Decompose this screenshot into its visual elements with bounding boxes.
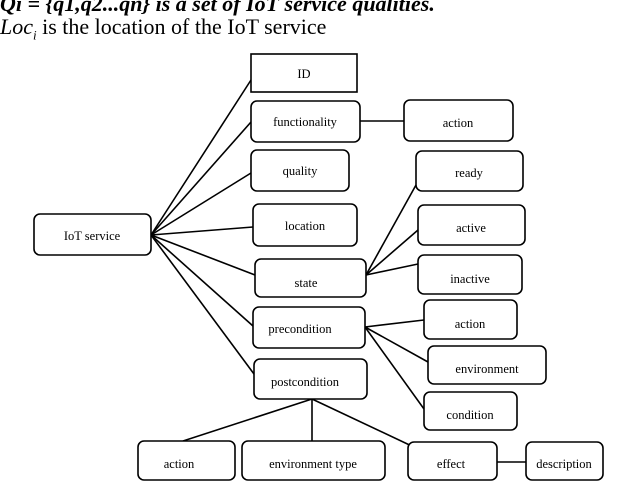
edge-iot-id (150, 79, 252, 236)
node-description-label: description (536, 457, 592, 471)
node-id-label: ID (297, 67, 310, 81)
node-active-label: active (456, 221, 486, 235)
node-postcondition: postcondition (253, 358, 368, 400)
node-environment-type-label: environment type (269, 457, 357, 471)
node-condition: condition (423, 391, 518, 431)
node-functionality: functionality (250, 100, 361, 143)
edge-iot-precondition (150, 234, 254, 327)
edge-iot-state (150, 234, 256, 276)
edge-iot-quality (150, 172, 252, 236)
node-environment-label: environment (455, 362, 519, 376)
node-functionality-label: functionality (273, 115, 338, 129)
edge-precondition-environment (364, 326, 429, 363)
edge-precondition-condition (364, 326, 425, 410)
node-ready: ready (415, 150, 524, 192)
intro-line-2: Loci is the location of the IoT service (0, 14, 326, 43)
node-precondition-action-label: action (455, 317, 486, 331)
node-ready-label: ready (455, 166, 484, 180)
node-location-label: location (285, 219, 326, 233)
intro-line-1: Qi = {q1,q2...qn} is a set of IoT servic… (0, 0, 435, 17)
intro-loc-subscript: i (33, 27, 37, 43)
edge-state-active (365, 229, 419, 276)
node-postcondition-label: postcondition (271, 375, 340, 389)
node-description: description (525, 441, 604, 481)
edge-iot-postcondition (150, 234, 255, 375)
node-iot-service: IoT service (33, 213, 152, 256)
intro-loc-symbol: Loc (0, 14, 33, 39)
node-inactive-label: inactive (450, 272, 490, 286)
node-active: active (417, 204, 526, 246)
node-inactive: inactive (417, 254, 523, 295)
edge-iot-location (150, 226, 254, 236)
node-quality: quality (250, 149, 350, 192)
node-id: ID (250, 53, 358, 93)
node-precondition-label: precondition (268, 322, 332, 336)
node-post-action-label: action (164, 457, 195, 471)
node-condition-label: condition (446, 408, 494, 422)
edge-iot-functionality (150, 121, 252, 236)
node-functionality-action-label: action (443, 116, 474, 130)
intro-line-2-text: is the location of the IoT service (36, 14, 327, 39)
node-location: location (252, 203, 358, 247)
node-effect-label: effect (437, 457, 466, 471)
node-functionality-action: action (403, 99, 514, 142)
intro-line-1-text: Qi = {q1,q2...qn} is a set of IoT servic… (0, 0, 435, 16)
node-state-label: state (295, 276, 318, 290)
edge-postcondition-effect (311, 398, 419, 450)
node-quality-label: quality (283, 164, 318, 178)
node-precondition: precondition (252, 306, 366, 349)
node-precondition-action: action (423, 299, 518, 340)
node-state: state (254, 258, 367, 298)
node-post-action: action (137, 440, 236, 481)
edges (150, 79, 526, 463)
edge-state-inactive (365, 263, 419, 276)
node-environment: environment (427, 345, 547, 385)
edge-postcondition-action (182, 398, 313, 442)
node-effect: effect (407, 441, 498, 481)
node-iot-service-label: IoT service (64, 229, 121, 243)
edge-state-ready (365, 184, 417, 276)
node-environment-type: environment type (241, 440, 386, 481)
edge-precondition-action (364, 319, 425, 328)
